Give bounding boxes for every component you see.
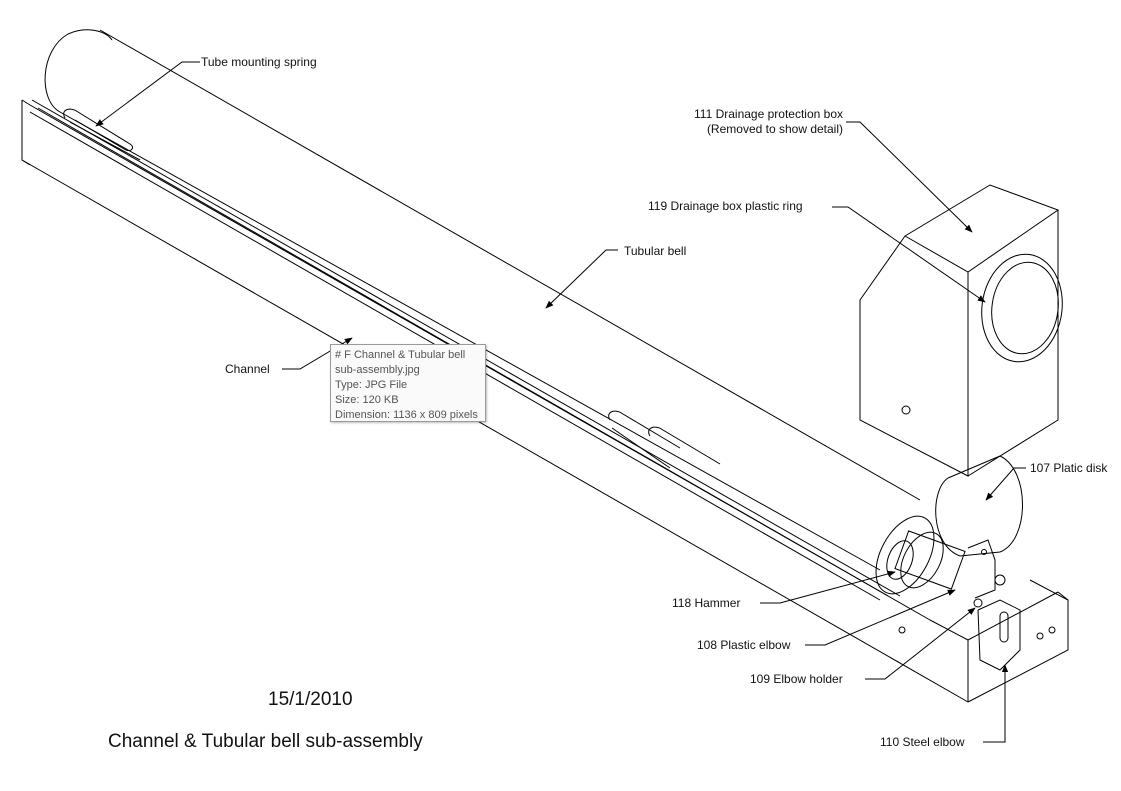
- tube-mounting-spring-right: [608, 410, 721, 469]
- label-plastic-elbow: 108 Plastic elbow: [697, 638, 791, 652]
- channel-body: [21, 99, 1069, 703]
- tooltip-filename-line1: # F Channel & Tubular bell: [335, 349, 466, 361]
- drawing-date: 15/1/2010: [268, 689, 353, 710]
- drainage-box-ring: [981, 253, 1063, 363]
- elbow-holder: [967, 539, 1021, 671]
- label-drainage-box-ring: 119 Drainage box plastic ring: [648, 199, 803, 213]
- file-info-tooltip: # F Channel & Tubular bell sub-assembly.…: [330, 344, 486, 422]
- label-removed-note: (Removed to show detail): [706, 122, 843, 136]
- drainage-protection-box: [859, 184, 1060, 477]
- label-channel: Channel: [225, 362, 270, 376]
- tooltip-size: Size: 120 KB: [335, 394, 399, 406]
- hammer: [886, 530, 966, 590]
- tooltip-filename-line2: sub-assembly.jpg: [335, 364, 420, 376]
- tooltip-type: Type: JPG File: [335, 379, 408, 391]
- label-tubular-bell: Tubular bell: [624, 244, 687, 258]
- tube-mounting-spring-left: [63, 108, 141, 161]
- tubular-bell: [44, 29, 944, 595]
- plastic-disk: [935, 455, 1023, 557]
- tooltip-dimension: Dimension: 1136 x 809 pixels: [335, 409, 478, 421]
- label-steel-elbow: 110 Steel elbow: [880, 735, 965, 749]
- label-tube-mounting-spring: Tube mounting spring: [201, 55, 317, 69]
- channel-end-face: [21, 99, 31, 166]
- label-platic-disk: 107 Platic disk: [1030, 461, 1108, 475]
- label-elbow-holder: 109 Elbow holder: [750, 672, 843, 686]
- label-hammer: 118 Hammer: [672, 596, 741, 610]
- label-drainage-protection-box: 111 Drainage protection box: [694, 107, 843, 121]
- drawing-title: Channel & Tubular bell sub-assembly: [108, 731, 423, 752]
